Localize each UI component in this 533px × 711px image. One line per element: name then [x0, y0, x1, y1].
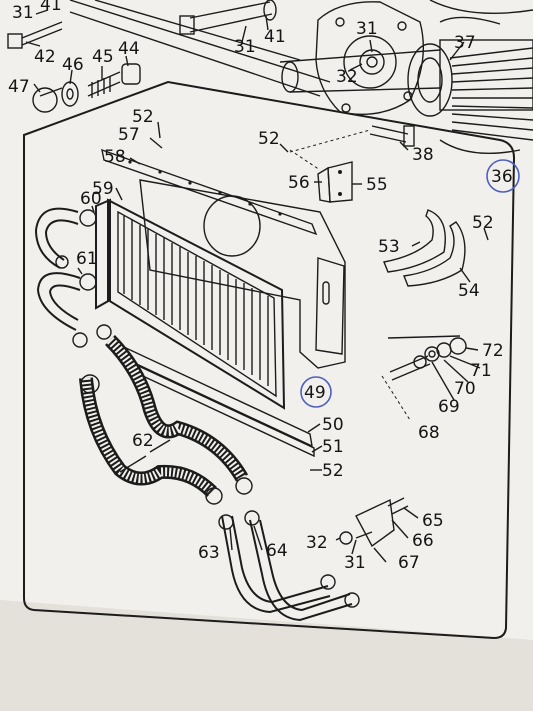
- callout-38: 38: [412, 145, 434, 165]
- callout-68: 68: [418, 423, 440, 443]
- callout-71: 71: [470, 361, 492, 381]
- callout-52: 52: [472, 213, 494, 233]
- callout-64: 64: [266, 541, 288, 561]
- callout-32: 32: [336, 67, 358, 87]
- highlight-circle-49: [300, 376, 332, 408]
- callout-67: 67: [398, 553, 420, 573]
- callout-32: 32: [306, 533, 328, 553]
- callout-42: 42: [34, 47, 56, 67]
- callout-53: 53: [378, 237, 400, 257]
- callout-31: 31: [344, 553, 366, 573]
- callout-51: 51: [322, 437, 344, 457]
- callout-63: 63: [198, 543, 220, 563]
- callout-36: 36: [491, 167, 513, 187]
- callout-52: 52: [322, 461, 344, 481]
- callout-56: 56: [288, 173, 310, 193]
- callout-66: 66: [412, 531, 434, 551]
- callout-50: 50: [322, 415, 344, 435]
- oil-lines-and-hoses: [34, 207, 360, 622]
- callout-61: 61: [76, 249, 98, 269]
- callout-58: 58: [104, 147, 126, 167]
- callout-31: 31: [234, 37, 256, 57]
- callout-46: 46: [62, 55, 84, 75]
- callout-72: 72: [482, 341, 504, 361]
- page-shadow: [0, 600, 533, 711]
- callout-47: 47: [8, 77, 30, 97]
- callout-45: 45: [92, 47, 114, 67]
- callout-69: 69: [438, 397, 460, 417]
- callout-57: 57: [118, 125, 140, 145]
- callout-70: 70: [454, 379, 476, 399]
- callout-62: 62: [132, 431, 154, 451]
- callout-55: 55: [366, 175, 388, 195]
- callout-31: 31: [356, 19, 378, 39]
- callout-44: 44: [118, 39, 140, 59]
- callout-59: 59: [92, 179, 114, 199]
- highlight-circle-36: [486, 159, 520, 193]
- callout-31: 31: [12, 3, 34, 23]
- upper-engine-assembly: [7, 0, 533, 154]
- callout-labels: 31 41 42 31 41 31 32 37 47 46 45 44 52 5…: [8, 0, 513, 573]
- bolt-washer-stack: [381, 335, 467, 421]
- callout-52: 52: [132, 107, 154, 127]
- inset-frame: [23, 80, 516, 640]
- callout-41: 41: [264, 27, 286, 47]
- callout-60: 60: [80, 189, 102, 209]
- callout-49: 49: [304, 383, 326, 403]
- shroud-halves-53-54: [383, 209, 466, 287]
- callout-65: 65: [422, 511, 444, 531]
- leader-lines: [25, 9, 489, 563]
- callout-52: 52: [258, 129, 280, 149]
- callout-41: 41: [40, 0, 62, 15]
- callout-37: 37: [454, 33, 476, 53]
- callout-54: 54: [458, 281, 480, 301]
- mounting-bracket-55-56: [289, 149, 353, 203]
